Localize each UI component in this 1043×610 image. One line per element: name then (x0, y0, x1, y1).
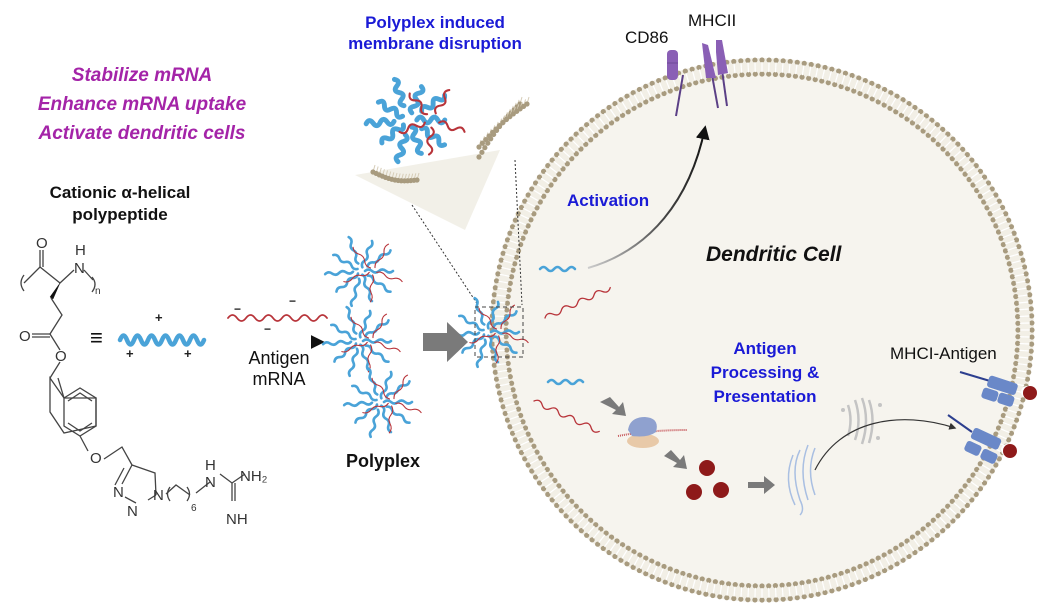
function-activate: Activate dendritic cells (38, 123, 246, 144)
membrane-lipid-tails (494, 62, 1030, 598)
membrane-disruption-title-line1: Polyplex induced (365, 13, 505, 32)
polypeptide-title-line1: Cationic α-helical (49, 183, 191, 202)
charge-plus-left: + (126, 346, 134, 361)
presentation-arrow (814, 419, 957, 471)
mhcii-label: MHCII (688, 11, 737, 30)
chemical-structure (20, 250, 246, 504)
mhcii-receptor-icon (702, 40, 728, 109)
activation-label: Activation (567, 191, 650, 210)
atom-triazole-N3: N (127, 503, 138, 520)
arrow-to-ribosome (600, 397, 626, 416)
arrow-to-er (748, 476, 775, 494)
atom-ester-O: O (55, 348, 67, 365)
peptide-2 (686, 484, 702, 500)
antigen-peptides (686, 460, 729, 500)
membrane-lipid-heads (489, 57, 1035, 603)
charge-minus-2: − (264, 322, 271, 336)
arrow-to-peptides (664, 450, 687, 469)
ribosome-icon (617, 417, 688, 448)
polyplex-label: Polyplex (346, 451, 421, 471)
inset-wedge (355, 150, 500, 230)
helix-charges: + + + (126, 310, 192, 361)
atom-carbonyl-O: O (36, 235, 48, 252)
zoom-guide-line-right (514, 159, 523, 306)
mhci-antigen-label: MHCI-Antigen (890, 344, 997, 363)
antigen-processing-label: Antigen Processing & Presentation (690, 337, 840, 409)
process-arrows (600, 397, 775, 494)
backbone-bonds (23, 266, 75, 284)
antigen-mrna-label: Antigen mRNA (234, 348, 324, 390)
charge-plus-top: + (155, 310, 163, 325)
cd86-receptor-icon (667, 50, 684, 117)
atom-guan-NH: NH (226, 511, 248, 528)
mhci-antigen-complex-2 (947, 414, 1017, 464)
atom-guan-N: N (205, 474, 216, 491)
equivalence-symbol: ≡ (90, 325, 103, 350)
inset-polyplex (363, 76, 466, 165)
inset-disrupted-membrane (370, 96, 530, 184)
triazole-ring (114, 464, 157, 496)
atom-guan-NH2: NH₂ (240, 468, 268, 485)
membrane-disruption-title-line2: membrane disruption (348, 34, 522, 53)
dendritic-cell (489, 57, 1035, 603)
antigen-mrna-icon (227, 314, 328, 322)
polyplex-group (321, 235, 422, 439)
antigen-mrna-label-line1: Antigen (248, 348, 310, 368)
atom-triazole-N1: N (153, 487, 164, 504)
cd86-label: CD86 (625, 28, 669, 47)
stereo-wedge (49, 282, 61, 300)
atom-triazole-N2: N (113, 484, 124, 501)
antigen-processing-line2: Processing & (710, 363, 820, 382)
intracellular-mrna-and-helix (533, 265, 611, 433)
atom-ester-O-double: O (19, 328, 31, 345)
atom-ether-O: O (90, 450, 102, 467)
atom-amide-H: H (75, 242, 86, 259)
cell-cytoplasm (508, 76, 1016, 584)
cationic-helix-icon (117, 333, 207, 347)
function-list: Stabilize mRNA Enhance mRNA uptake Activ… (22, 61, 262, 148)
polypeptide-title: Cationic α-helical polypeptide (20, 182, 220, 226)
charge-plus-right: + (184, 346, 192, 361)
uptake-arrow-icon (423, 322, 468, 362)
antigen-processing-line3: Presentation (713, 387, 817, 406)
peptide-1 (699, 460, 715, 476)
repeat-n: n (95, 286, 101, 297)
membrane-disruption-title: Polyplex induced membrane disruption (340, 12, 530, 54)
endoplasmic-reticulum-icon (787, 444, 816, 516)
function-stabilize: Stabilize mRNA (71, 65, 213, 86)
antigen-mrna-label-line2: mRNA (252, 369, 306, 389)
antigen-processing-line1: Antigen (733, 339, 797, 358)
dendritic-cell-title: Dendritic Cell (706, 243, 842, 266)
atom-amide-N: N (74, 260, 85, 277)
charge-minus-1: − (234, 302, 241, 316)
zoom-box (474, 306, 524, 358)
charge-minus-3: − (289, 294, 296, 308)
function-uptake: Enhance mRNA uptake (37, 94, 247, 115)
polypeptide-title-line2: polypeptide (72, 205, 168, 224)
chain-subscript-6: 6 (191, 503, 197, 514)
mhci-antigen-complex-1 (959, 371, 1037, 407)
activation-arrow (587, 125, 710, 269)
mrna-charges: − − − (234, 294, 296, 336)
atom-guan-H: H (205, 457, 216, 474)
chemical-atom-labels: O H N n O O O N N N 6 H N NH₂ NH (19, 235, 268, 528)
membrane-inset (355, 76, 530, 306)
peptide-3 (713, 482, 729, 498)
